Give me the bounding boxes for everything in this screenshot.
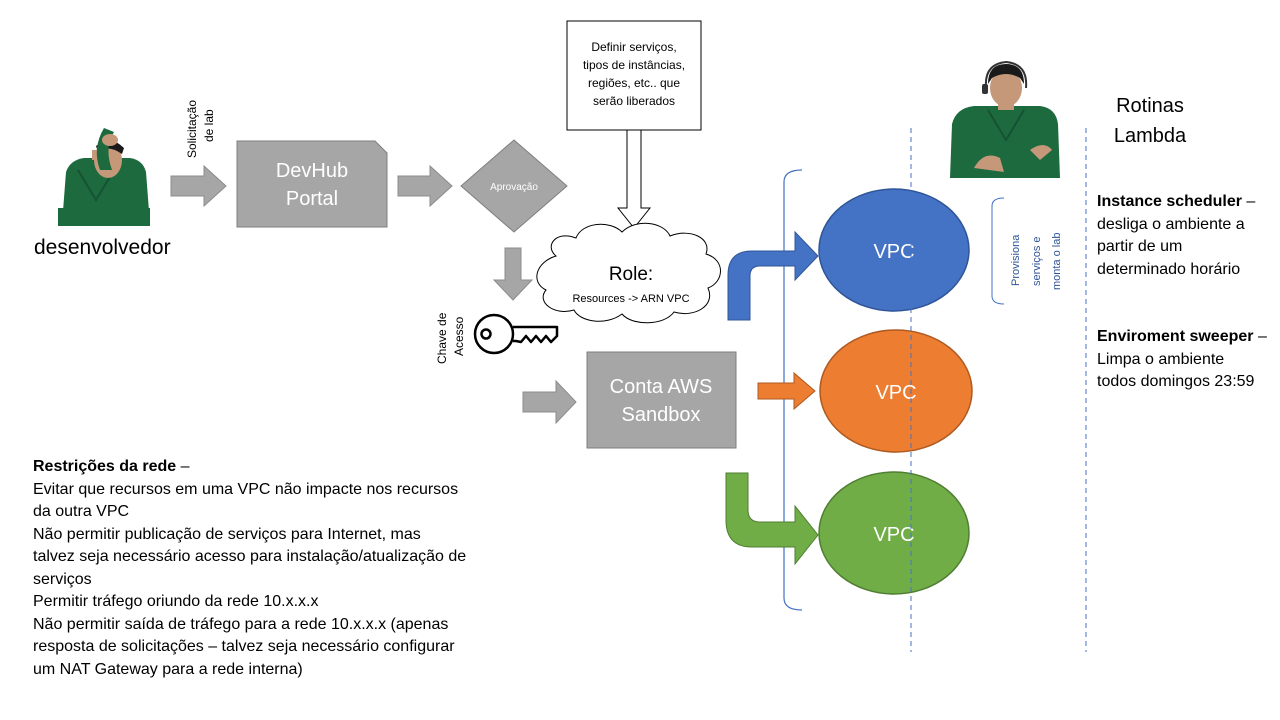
sandbox-label-line2: Sandbox (622, 404, 701, 426)
request-arrow (170, 164, 227, 208)
instance-scheduler-line-3: determinado horário (1097, 260, 1241, 278)
instance-scheduler-line-1: desliga o ambiente a (1097, 215, 1245, 233)
provision-line-2: serviços e (1031, 236, 1043, 286)
env-sweeper-title: Enviroment sweeper (1097, 328, 1254, 345)
define-line-2: tipos de instâncias, (583, 58, 685, 72)
devhub-portal-box (236, 140, 388, 228)
provision-line-3: monta o lab (1051, 233, 1063, 290)
instance-scheduler-line-2: partir de um (1097, 238, 1183, 255)
restrictions-line-3: Não permitir publicação de serviços para… (33, 525, 421, 543)
vpc-green (818, 471, 970, 595)
request-label-line2: de lab (202, 109, 216, 142)
approval-label: Aprovação (490, 182, 538, 193)
request-label-line1: Solicitação (185, 100, 199, 158)
lambda-title-line1: Rotinas (1116, 95, 1184, 117)
restrictions-line-9: um NAT Gateway para a rede interna) (33, 660, 303, 678)
blue-bent-arrow (727, 230, 819, 321)
instance-scheduler-suffix: – (1241, 193, 1256, 210)
key-to-sandbox-arrow (522, 379, 577, 425)
define-line-1: Definir serviços, (591, 40, 676, 54)
access-key-label-line1: Chave de (435, 312, 449, 364)
network-restrictions-note: Restrições da rede – Evitar que recursos… (33, 456, 466, 681)
vpc-green-label: VPC (873, 524, 914, 546)
portal-label-line2: Portal (286, 188, 338, 210)
sandbox-label-line1: Conta AWS (610, 376, 713, 398)
vpc-blue-label: VPC (873, 241, 914, 263)
restrictions-title: Restrições da rede (33, 458, 177, 475)
env-sweeper-line-2: todos domingos 23:59 (1097, 373, 1255, 390)
env-sweeper-suffix: – (1253, 328, 1267, 345)
provision-bracket (991, 197, 1005, 305)
vpc-blue (818, 188, 970, 312)
portal-label-line1: DevHub (276, 160, 348, 182)
env-sweeper-note: Enviroment sweeper – Limpa o ambiente to… (1097, 326, 1267, 394)
restrictions-line-4: talvez seja necessário acesso para insta… (33, 548, 467, 565)
instance-scheduler-note: Instance scheduler – desliga o ambiente … (1097, 191, 1255, 281)
operator-person-icon (950, 60, 1060, 178)
role-title: Role: (609, 264, 653, 285)
define-line-3: regiões, etc.. que (588, 76, 680, 90)
define-services-box (566, 20, 702, 131)
developer-person-icon (58, 128, 150, 226)
restrictions-line-7: Não permitir saída de tráfego para a red… (33, 615, 449, 633)
restrictions-line-1: Evitar que recursos em uma VPC não impac… (33, 480, 459, 498)
vpc-orange-label: VPC (875, 382, 916, 404)
define-line-4: serão liberados (593, 94, 675, 108)
restrictions-suffix: – (176, 458, 190, 475)
role-subtitle: Resources -> ARN VPC (572, 293, 689, 305)
gray-arrows (170, 164, 577, 425)
restrictions-line-8: resposta de solicitações – talvez seja n… (33, 638, 455, 655)
orange-arrow (757, 371, 816, 411)
vpc-orange (819, 329, 973, 453)
restrictions-line-6: Permitir tráfego oriundo da rede 10.x.x.… (33, 593, 319, 610)
restrictions-line-2: da outra VPC (33, 503, 130, 520)
portal-to-approval-arrow (397, 164, 453, 208)
approval-diamond (460, 139, 568, 233)
restrictions-line-5: serviços (33, 570, 92, 588)
provision-line-1: Provisiona (1010, 234, 1022, 286)
lambda-title-line2: Lambda (1114, 125, 1187, 147)
env-sweeper-line-1: Limpa o ambiente (1097, 350, 1225, 368)
key-icon (473, 313, 559, 355)
sandbox-box (586, 351, 737, 449)
define-to-role-arrow (616, 129, 652, 229)
access-key-label-line2: Acesso (452, 316, 466, 356)
developer-label: desenvolvedor (34, 236, 171, 259)
approval-down-arrow (492, 247, 534, 301)
role-cloud (536, 222, 721, 324)
instance-scheduler-title: Instance scheduler (1097, 193, 1242, 210)
green-bent-arrow (725, 472, 819, 566)
